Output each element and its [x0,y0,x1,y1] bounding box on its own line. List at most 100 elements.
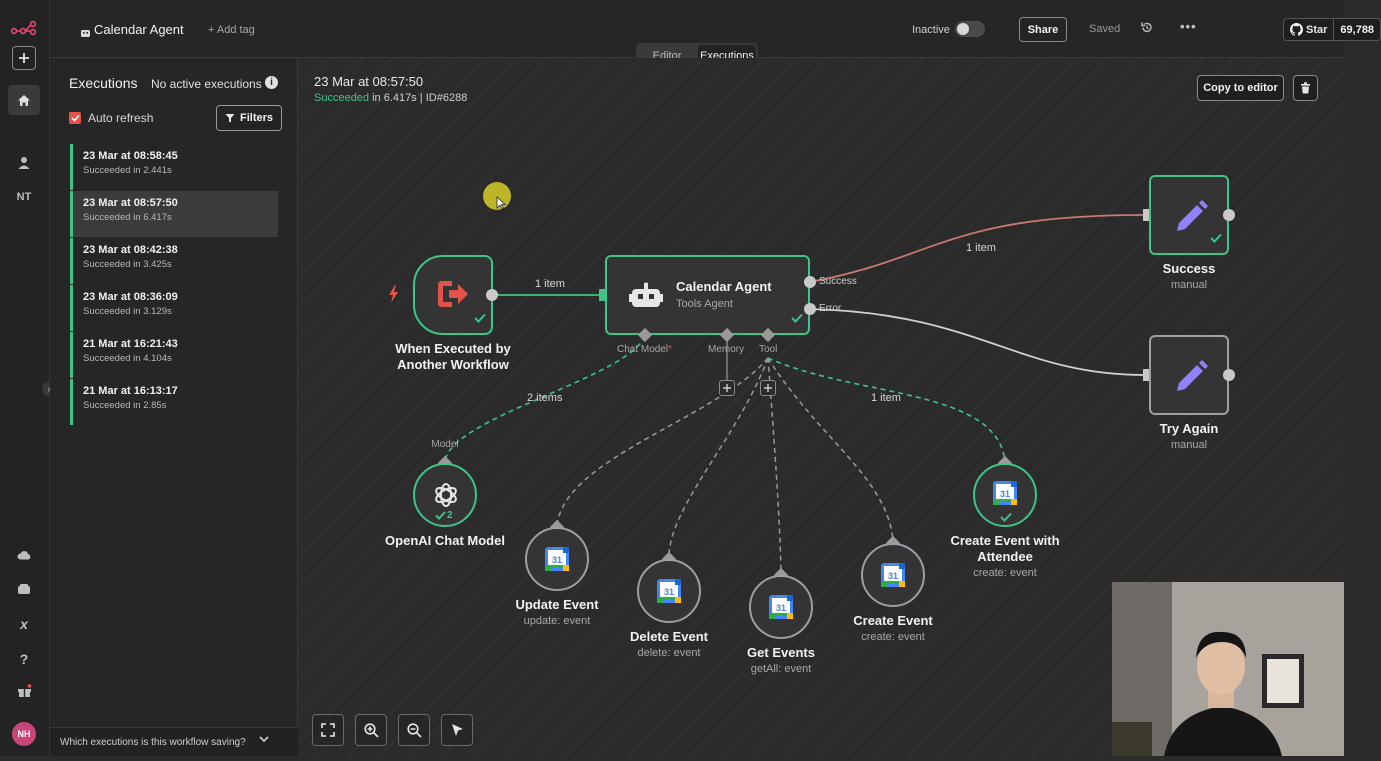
create-attendee-subtitle: create: event [973,567,1037,579]
pencil-icon [1173,357,1209,398]
try-again-node[interactable] [1149,335,1229,415]
openai-chat-model-node[interactable]: 2 [413,463,477,527]
history-icon[interactable] [1140,21,1153,37]
agent-success-port[interactable] [804,276,816,288]
chevron-down-icon [259,734,269,746]
get-events-node[interactable]: 31 [749,575,813,639]
trigger-node[interactable] [413,255,493,335]
create-attendee-title: Create Event with Attendee [950,533,1060,564]
execution-list-item-selected[interactable]: 23 Mar at 08:57:50 Succeeded in 6.417s [70,191,278,237]
execution-date: 23 Mar at 08:57:50 [83,197,178,209]
templates-icon[interactable] [10,575,38,603]
execution-date: 23 Mar at 08:58:45 [83,150,178,162]
delete-event-node[interactable]: 31 [637,559,701,623]
active-toggle[interactable] [955,21,985,37]
delete-execution-button[interactable] [1293,75,1318,101]
try-again-output-port[interactable] [1223,369,1235,381]
execution-status: Succeeded in 2.85s [83,400,167,411]
filters-button[interactable]: Filters [216,105,282,131]
edge-tool-create [767,357,894,542]
execution-list-item[interactable]: 21 Mar at 16:13:17 Succeeded in 2.85s [70,379,278,425]
add-tag-link[interactable]: + Add tag [208,24,255,36]
execution-list-item[interactable]: 23 Mar at 08:42:38 Succeeded in 3.425s [70,238,278,284]
create-event-subtitle: create: event [861,631,925,643]
help-icon[interactable]: ? [19,651,29,667]
github-star-button[interactable]: Star 69,788 [1283,18,1381,41]
delete-event-title: Delete Event [629,629,709,644]
svg-text:31: 31 [888,571,898,581]
execution-date: 21 Mar at 16:13:17 [83,385,178,397]
cloud-icon[interactable] [10,541,38,569]
fit-view-button[interactable] [312,714,344,746]
mouse-pointer-icon [496,196,507,215]
svg-text:31: 31 [776,603,786,613]
execution-list-item[interactable]: 23 Mar at 08:58:45 Succeeded in 2.441s [70,144,278,190]
lightning-icon [388,285,399,308]
agent-node-title: Calendar Agent [676,279,772,294]
svg-text:31: 31 [552,555,562,565]
robot-icon [629,282,663,314]
create-event-node[interactable]: 31 [861,543,925,607]
auto-refresh-label[interactable]: Auto refresh [88,111,154,125]
plus-icon [723,384,731,392]
edge-model-agent [444,335,646,463]
user-icon[interactable] [10,148,38,176]
execution-list-item[interactable]: 21 Mar at 16:21:43 Succeeded in 4.104s [70,332,278,378]
share-button[interactable]: Share [1019,17,1067,42]
saving-settings-bar[interactable]: Which executions is this workflow saving… [50,727,298,756]
info-icon[interactable]: i [265,76,278,89]
variables-icon[interactable]: x [20,616,28,632]
sign-out-icon [436,279,470,314]
add-icon[interactable] [12,46,36,70]
zoom-in-button[interactable] [355,714,387,746]
auto-refresh-checkbox[interactable] [69,112,81,124]
agent-success-port-label: Success [819,276,857,287]
avatar[interactable]: NH [12,722,36,746]
update-event-subtitle: update: event [523,615,591,627]
execution-status-line: Succeeded in 6.417s | ID#6288 [314,92,467,104]
execution-status: Succeeded in 3.425s [83,259,172,270]
select-tool-button[interactable] [441,714,473,746]
project-initials[interactable]: NT [16,191,32,203]
get-events-title: Get Events [747,645,815,660]
execution-list-item[interactable]: 23 Mar at 08:36:09 Succeeded in 3.129s [70,285,278,331]
edge-agent-tryagain [809,308,1145,376]
try-again-input-port[interactable] [1143,369,1149,381]
edge-tool-delete [668,357,769,559]
agent-input-port[interactable] [599,289,605,301]
workflow-canvas[interactable]: 23 Mar at 08:57:50 Succeeded in 6.417s |… [298,58,1344,756]
zoom-out-button[interactable] [398,714,430,746]
gift-icon[interactable] [10,677,38,705]
copy-to-editor-button[interactable]: Copy to editor [1197,75,1284,101]
create-event-attendee-node[interactable]: 31 [973,463,1037,527]
run-count-badge: 2 [435,510,453,521]
agent-node-subtitle: Tools Agent [676,298,733,310]
memory-port-label: Memory [708,344,745,355]
filters-label: Filters [239,112,273,124]
add-memory-button[interactable] [719,380,735,396]
trigger-output-port[interactable] [486,289,498,301]
success-input-port[interactable] [1143,209,1149,221]
calendar-agent-node[interactable]: Calendar Agent Tools Agent [605,255,810,335]
success-node-title: Success [1162,261,1216,276]
workflow-title[interactable]: Calendar Agent [94,22,184,37]
update-event-node[interactable]: 31 [525,527,589,591]
success-node[interactable] [1149,175,1229,255]
connections-layer [444,210,1150,574]
delete-event-subtitle: delete: event [637,647,701,659]
check-icon [435,511,446,520]
google-calendar-icon: 31 [769,595,793,624]
n8n-logo-icon[interactable] [10,14,38,42]
home-icon[interactable] [8,85,40,115]
update-event-title: Update Event [515,597,599,612]
agent-error-port[interactable] [804,303,816,315]
success-output-port[interactable] [1223,209,1235,221]
status-label: Inactive [912,24,950,36]
more-options-icon[interactable]: ••• [1180,19,1197,34]
execution-date: 21 Mar at 16:21:43 [83,338,178,350]
create-event-title: Create Event [853,613,933,628]
robot-icon [80,25,91,43]
execution-status: Succeeded in 3.129s [83,306,172,317]
add-tool-button[interactable] [760,380,776,396]
chat-model-port-label: Chat Model* [617,344,673,355]
